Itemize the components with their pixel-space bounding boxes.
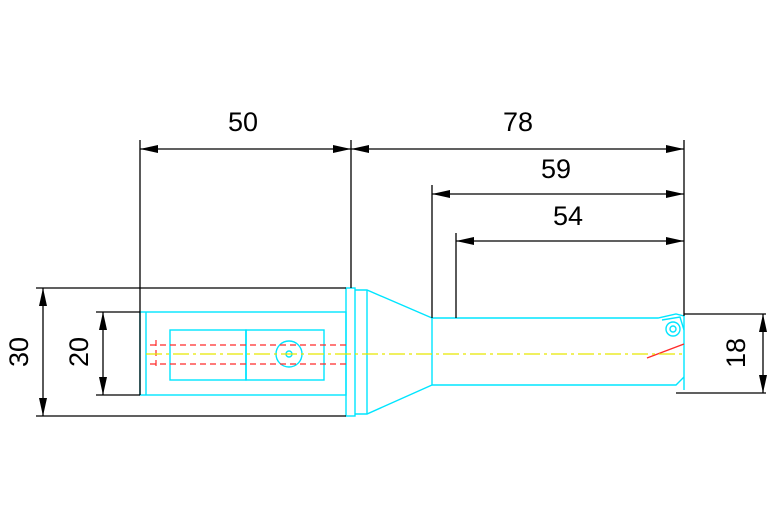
flange-outline bbox=[345, 287, 356, 417]
drill-body-outline bbox=[432, 313, 685, 319]
insert-hole bbox=[669, 325, 677, 333]
dimension-20: 20 bbox=[64, 312, 107, 395]
dimension-59: 59 bbox=[432, 154, 684, 198]
dimension-label-59: 59 bbox=[541, 154, 571, 184]
internal-screw-body bbox=[169, 329, 247, 381]
dimension-label-20: 20 bbox=[64, 337, 94, 367]
dimension-label-18: 18 bbox=[721, 338, 751, 368]
dimension-label-78: 78 bbox=[503, 107, 533, 137]
dimension-50: 50 bbox=[140, 107, 351, 153]
insert-circle bbox=[665, 321, 681, 337]
cutting-edge-red bbox=[646, 343, 685, 359]
dimension-78: 78 bbox=[351, 107, 684, 153]
dimension-label-50: 50 bbox=[228, 107, 258, 137]
dimension-54: 54 bbox=[456, 201, 684, 245]
insert-edge bbox=[661, 316, 685, 331]
drill-body-outline-bottom bbox=[432, 376, 685, 386]
dimension-label-54: 54 bbox=[553, 201, 583, 231]
dimension-18: 18 bbox=[721, 314, 767, 393]
dimension-30: 30 bbox=[4, 288, 47, 416]
tool-body bbox=[139, 287, 685, 417]
internal-bolt-head bbox=[245, 329, 325, 381]
dimension-label-30: 30 bbox=[4, 337, 34, 367]
